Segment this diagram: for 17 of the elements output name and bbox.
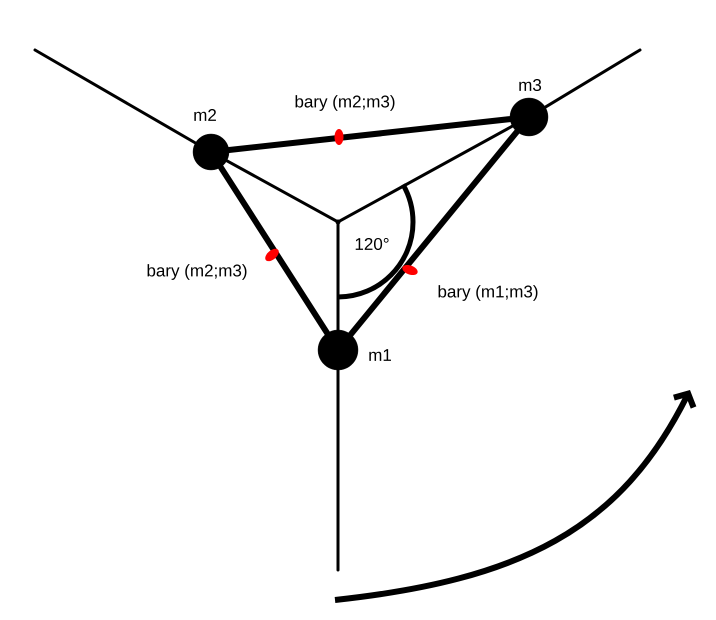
connector-line	[348, 128, 520, 338]
connector-line	[226, 116, 513, 153]
connector-line	[336, 368, 340, 572]
edge-label: bary (m2;m3)	[296, 95, 394, 111]
connector-line	[225, 159, 340, 224]
connector-line	[544, 48, 642, 109]
mass-label: m2	[194, 109, 216, 121]
connector-line	[336, 124, 514, 224]
junction-point	[336, 220, 340, 224]
mass-label: m3	[519, 78, 542, 92]
mass-label: m1	[369, 349, 391, 361]
connector-line	[34, 48, 197, 144]
angle-label: 120°	[356, 238, 389, 250]
connector-line	[336, 220, 340, 332]
connector-line	[218, 164, 330, 336]
edge-label: bary (m1;m3)	[438, 285, 538, 301]
edge-label: bary (m2;m3)	[148, 264, 246, 280]
